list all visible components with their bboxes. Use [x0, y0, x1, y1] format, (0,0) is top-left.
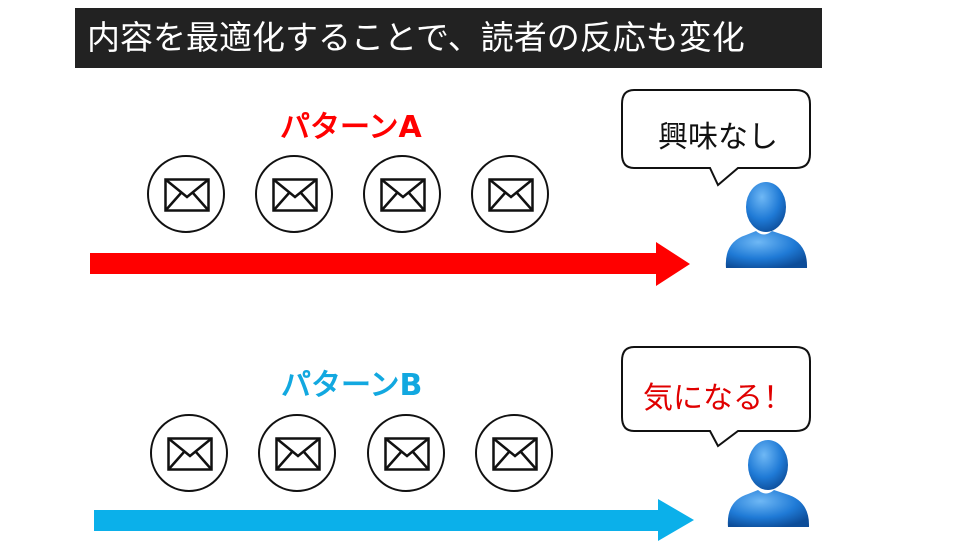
mail-icon: [475, 414, 553, 492]
speech-bubble-a: [621, 89, 811, 187]
mail-icon: [150, 414, 228, 492]
pattern-b-arrow: [94, 499, 694, 541]
mail-icon: [367, 414, 445, 492]
person-icon: [725, 182, 808, 268]
pattern-a-reaction: 興味なし: [658, 120, 778, 155]
speech-bubble-b: [621, 346, 811, 448]
mail-icon: [471, 155, 549, 233]
pattern-b-label: パターンB: [281, 368, 423, 403]
mail-icon: [255, 155, 333, 233]
page-title: 内容を最適化することで、読者の反応も変化: [75, 8, 822, 68]
mail-icon: [363, 155, 441, 233]
mail-icon: [258, 414, 336, 492]
mail-icon: [147, 155, 225, 233]
pattern-a-arrow: [90, 242, 690, 286]
person-icon: [727, 440, 810, 527]
pattern-a-label: パターンA: [280, 110, 422, 145]
pattern-b-reaction: 気になる！: [643, 381, 793, 416]
